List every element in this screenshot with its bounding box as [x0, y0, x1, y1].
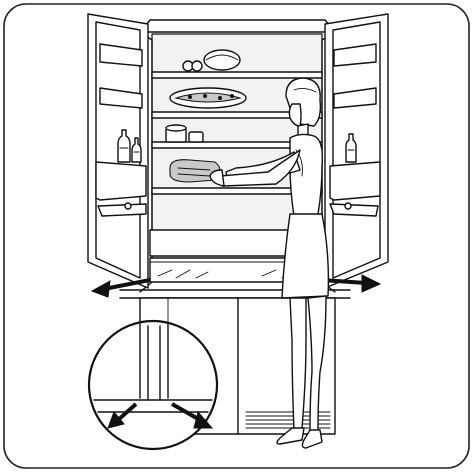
right-door — [325, 14, 388, 288]
left-door — [88, 14, 148, 288]
